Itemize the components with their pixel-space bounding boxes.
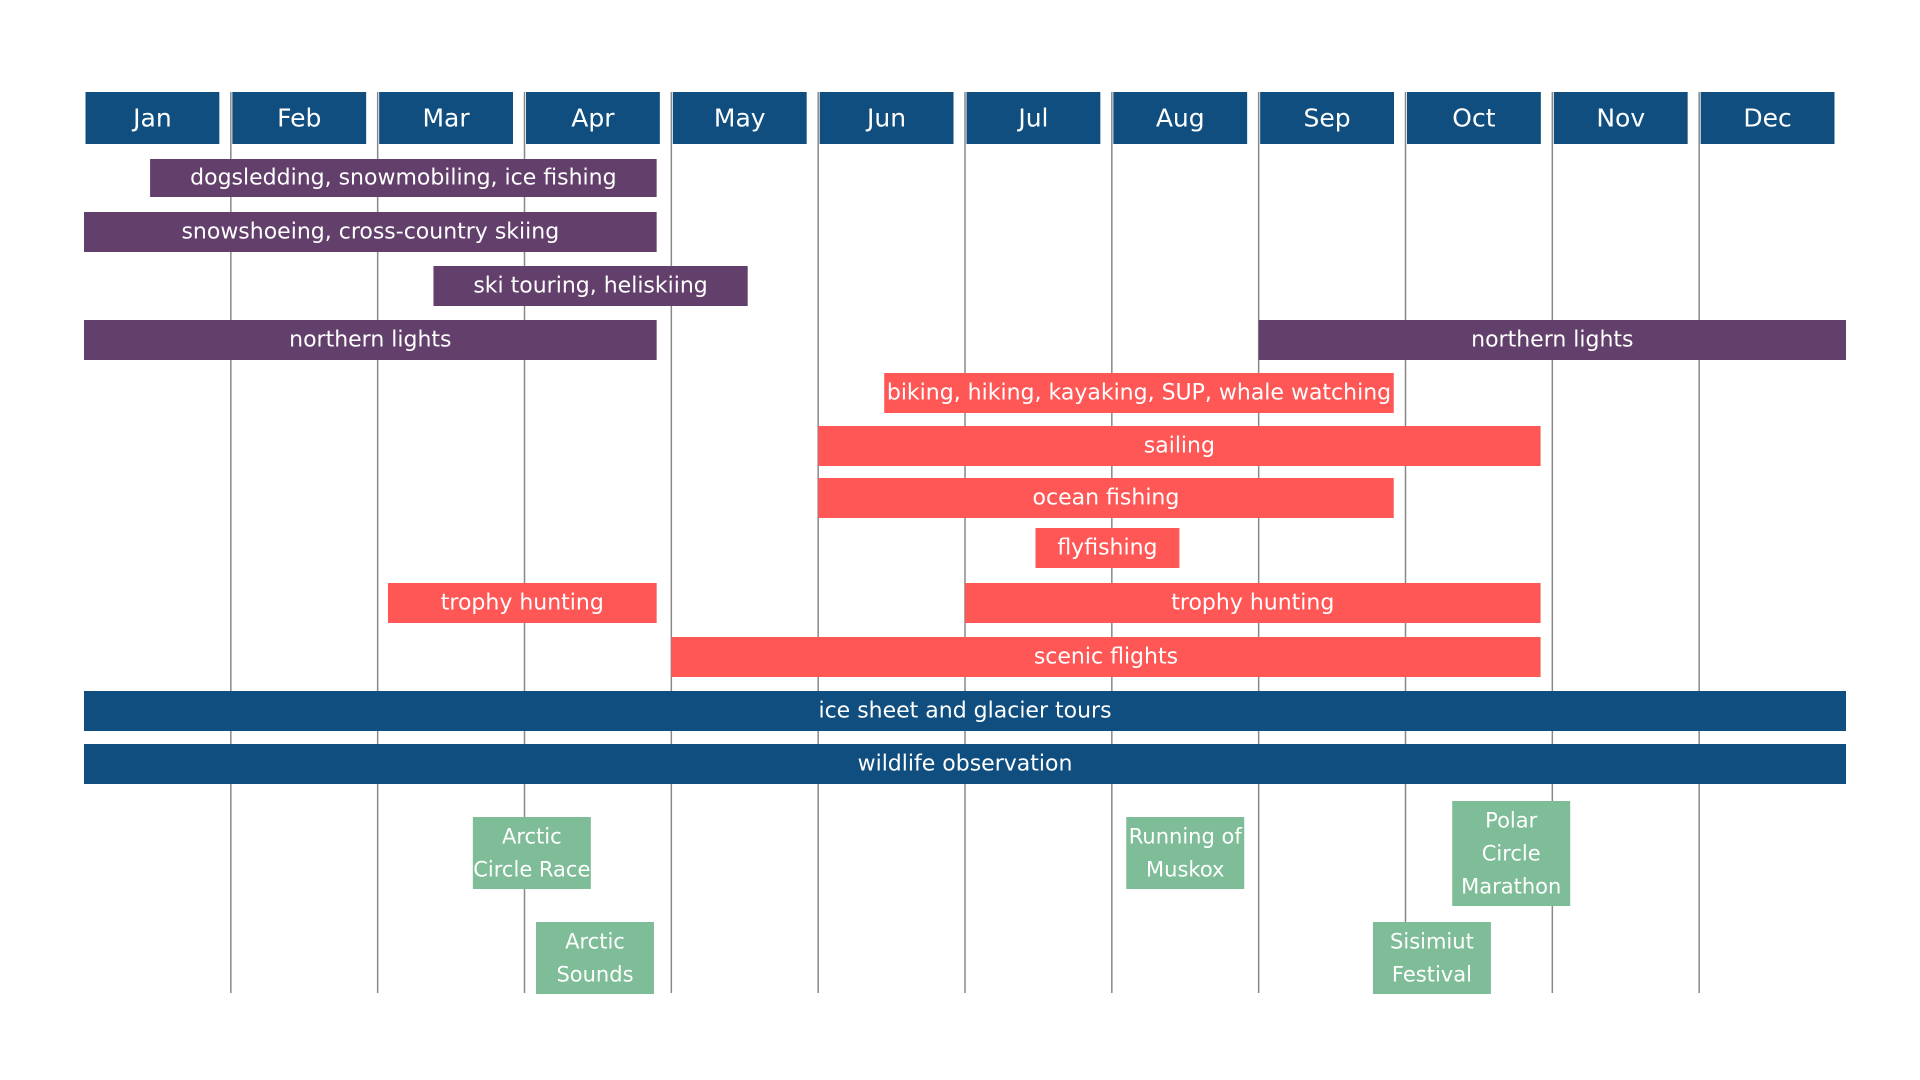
- activity-bar: [387, 583, 657, 623]
- event-box: [535, 922, 654, 994]
- activity-bar: [84, 320, 657, 360]
- month-label: Oct: [1452, 104, 1495, 133]
- activity-bar: [84, 691, 1846, 731]
- activity-label: northern lights: [289, 328, 451, 353]
- month-label: Sep: [1304, 104, 1351, 133]
- month-label: Aug: [1156, 104, 1205, 133]
- month-header-cell: [1260, 92, 1394, 144]
- activity-label: biking, hiking, kayaking, SUP, whale wat…: [887, 381, 1391, 406]
- month-header-cell: [819, 92, 954, 144]
- event-box: [1452, 801, 1571, 906]
- month-label: May: [714, 104, 766, 133]
- event-label: Circle: [1482, 842, 1541, 866]
- activity-bar: [1258, 320, 1846, 360]
- month-header-cell: [85, 92, 220, 144]
- activity-label: wildlife observation: [858, 752, 1073, 777]
- month-label: Mar: [422, 104, 470, 133]
- event-box: [1126, 817, 1245, 889]
- activity-label: ocean fishing: [1033, 486, 1180, 511]
- event-label: Arctic: [502, 825, 562, 849]
- event-label: Circle Race: [473, 858, 590, 882]
- activity-bar: [884, 373, 1394, 413]
- month-label: Jan: [131, 104, 172, 133]
- activity-bar: [671, 637, 1541, 677]
- month-header-cell: [966, 92, 1101, 144]
- activity-bar: [818, 478, 1394, 518]
- event-label: Marathon: [1461, 875, 1561, 899]
- activity-bar: [84, 212, 657, 252]
- month-header-cell: [379, 92, 513, 144]
- activity-label: sailing: [1144, 434, 1215, 459]
- event-label: Arctic: [565, 930, 625, 954]
- activity-label: trophy hunting: [441, 591, 604, 616]
- activity-label: flyfishing: [1057, 536, 1157, 561]
- event-label: Sisimiut: [1390, 930, 1474, 954]
- month-header-cell: [672, 92, 807, 144]
- month-label: Nov: [1596, 104, 1645, 133]
- event-box: [1372, 922, 1491, 994]
- event-label: Muskox: [1146, 858, 1224, 882]
- month-header: Jan Feb Mar Apr May Jun Jul Aug Sep Oct Nov Dec: [85, 92, 1835, 144]
- activity-label: northern lights: [1471, 328, 1633, 353]
- activity-label: scenic flights: [1034, 645, 1178, 670]
- activity-label: dogsledding, snowmobiling, ice fishing: [190, 166, 616, 191]
- activity-bars: dogsledding, snowmobiling, ice fishing sn…: [84, 159, 1846, 784]
- activity-label: snowshoeing, cross-country skiing: [181, 220, 559, 245]
- event-label: Running of: [1129, 825, 1243, 849]
- activity-bar: [965, 583, 1541, 623]
- month-label: Jul: [1016, 104, 1048, 133]
- month-header-cell: [526, 92, 660, 144]
- activity-label: trophy hunting: [1171, 591, 1334, 616]
- month-header-cell: [1113, 92, 1248, 144]
- month-label: Jun: [865, 104, 906, 133]
- month-header-cell: [1407, 92, 1541, 144]
- month-label: Dec: [1743, 104, 1791, 133]
- activity-bar: [433, 266, 748, 306]
- month-header-cell: [1553, 92, 1688, 144]
- month-header-cell: [1700, 92, 1835, 144]
- month-header-cell: [232, 92, 367, 144]
- month-label: Apr: [571, 104, 615, 133]
- activity-label: ski touring, heliskiing: [473, 274, 707, 299]
- event-box: [472, 817, 591, 889]
- activity-bar: [1035, 528, 1180, 568]
- activity-label: ice sheet and glacier tours: [818, 699, 1111, 724]
- activity-bar: [150, 159, 657, 197]
- event-label: Festival: [1392, 963, 1472, 987]
- month-label: Feb: [277, 104, 321, 133]
- activity-bar: [84, 744, 1846, 784]
- event-label: Polar: [1485, 809, 1537, 833]
- activity-bar: [818, 426, 1541, 466]
- event-label: Sounds: [556, 963, 633, 987]
